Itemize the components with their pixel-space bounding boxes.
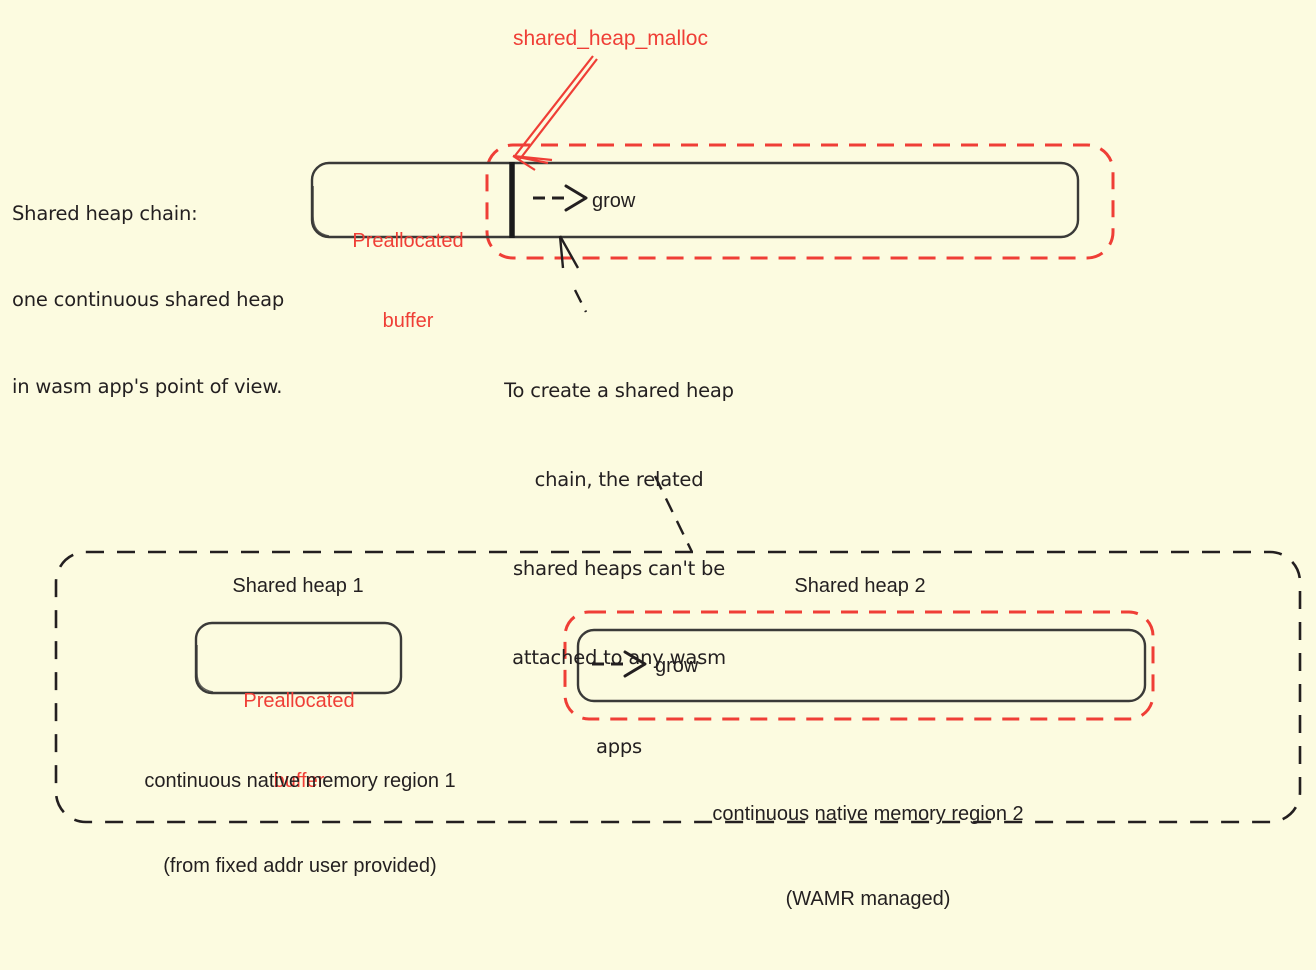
heap1-prealloc-line-1: Preallocated: [243, 689, 355, 712]
heap1-prealloc-line-2: buffer: [273, 769, 325, 792]
caption-line-1: Shared heap chain:: [12, 201, 198, 225]
note-line-2: chain, the related: [534, 468, 704, 492]
note-callout-arrow-icon: [558, 235, 588, 313]
note-line-1: To create a shared heap: [504, 379, 734, 403]
caption-line-2: one continuous shared heap: [12, 288, 285, 312]
heap2-grow-label: grow: [655, 655, 699, 677]
top-chain-left-cap-echo: [312, 186, 330, 237]
top-grow-label: grow: [592, 190, 636, 212]
note-line-5: apps: [595, 734, 643, 758]
caption-line-3: in wasm app's point of view.: [12, 374, 283, 398]
region2-line-1: continuous native memory region 2: [712, 802, 1024, 825]
note-line-4: attached to any wasm: [512, 645, 726, 669]
malloc-callout-arrow-icon: [512, 55, 598, 171]
top-prealloc-line-2: buffer: [382, 309, 434, 332]
region2-line-2: (WAMR managed): [785, 887, 951, 910]
native-memory-region-2-caption: continuous native memory region 2 (WAMR …: [686, 743, 1050, 970]
shared-heap-chain-note: To create a shared heap chain, the relat…: [490, 317, 748, 821]
region1-line-1: continuous native memory region 1: [144, 769, 456, 792]
top-prealloc-line-1: Preallocated: [352, 229, 464, 252]
top-red-dashed-region: [485, 143, 1115, 260]
shared-heap-1-title: Shared heap 1: [232, 575, 364, 597]
heap1-preallocated-buffer-label: Preallocated buffer: [205, 634, 393, 848]
shared-heap-chain-caption: Shared heap chain: one continuous shared…: [12, 142, 312, 459]
note-line-3: shared heaps can't be: [512, 557, 726, 580]
grow-arrow-top-icon: [533, 184, 588, 212]
region1-line-2: (from fixed addr user provided): [163, 854, 437, 877]
top-preallocated-buffer-label: Preallocated buffer: [330, 174, 486, 388]
native-memory-region-1-caption: continuous native memory region 1 (from …: [118, 710, 482, 937]
diagram-canvas: shared_heap_malloc Shared heap chain: on…: [12, 27, 1302, 910]
shared-heap-malloc-label: shared_heap_malloc: [513, 27, 708, 50]
shared-heap-2-title: Shared heap 2: [794, 575, 926, 597]
